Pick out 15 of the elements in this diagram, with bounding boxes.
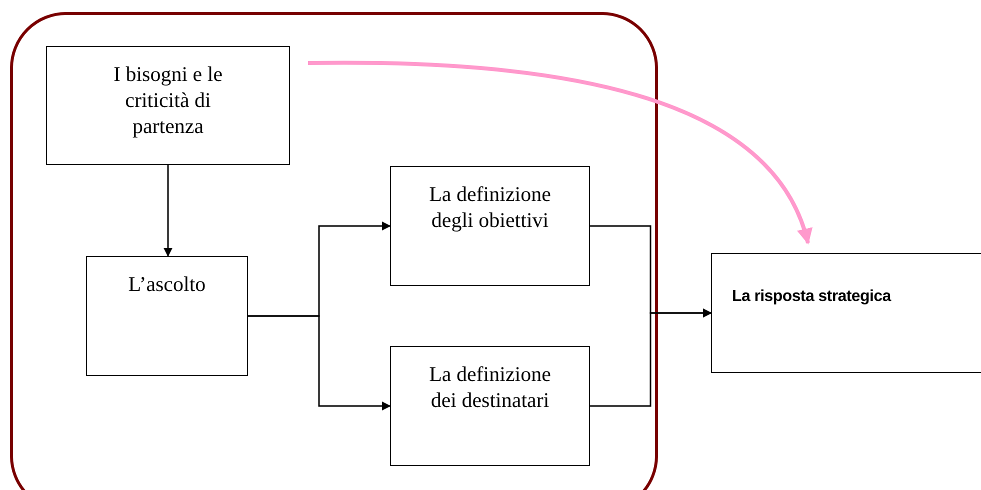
node-label: La definizione degli obiettivi — [428, 181, 552, 233]
arrow — [164, 165, 172, 257]
node-label: La risposta strategica — [731, 287, 892, 307]
output-box — [711, 253, 981, 373]
arrow — [590, 308, 712, 407]
arrow — [308, 61, 811, 245]
group-frame — [10, 12, 658, 490]
process-box — [86, 256, 248, 376]
process-box — [390, 346, 590, 466]
node-label: I bisogni e le criticità di partenza — [112, 61, 224, 139]
arrow — [248, 315, 391, 410]
node-label: La definizione dei destinatari — [428, 361, 552, 413]
process-box — [46, 46, 290, 165]
node-label: L’ascolto — [127, 271, 207, 297]
process-box — [390, 166, 590, 286]
